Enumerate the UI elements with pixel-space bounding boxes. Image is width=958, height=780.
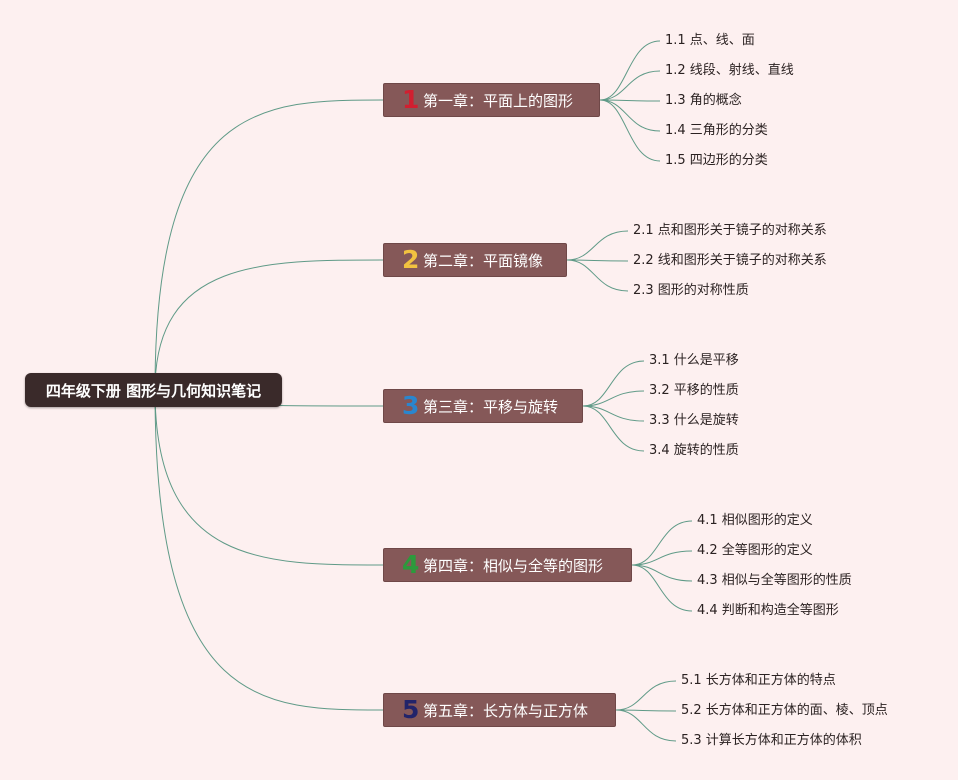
chapter-label: 第三章：平移与旋转 <box>423 397 559 416</box>
topic-item[interactable]: 5.3 计算长方体和正方体的体积 <box>681 733 862 748</box>
topic-connector <box>615 709 677 742</box>
topic-item[interactable]: 5.2 长方体和正方体的面、棱、顶点 <box>681 703 888 718</box>
topic-item[interactable]: 2.1 点和图形关于镜子的对称关系 <box>633 223 827 238</box>
topic-connector <box>615 709 677 712</box>
topic-connector <box>631 564 693 582</box>
chapter-number-icon: 3 <box>402 391 420 420</box>
topic-item[interactable]: 3.4 旋转的性质 <box>649 443 739 458</box>
topic-connector <box>631 550 693 566</box>
chapter-label: 第四章：相似与全等的图形 <box>423 556 604 575</box>
topic-item[interactable]: 4.2 全等图形的定义 <box>697 543 813 558</box>
topic-item[interactable]: 3.3 什么是旋转 <box>649 413 739 428</box>
topic-item[interactable]: 3.2 平移的性质 <box>649 383 739 398</box>
topic-connector <box>582 390 645 407</box>
root-node[interactable]: 四年级下册 图形与几何知识笔记 <box>25 373 282 407</box>
topic-item[interactable]: 4.1 相似图形的定义 <box>697 513 813 528</box>
topic-connector <box>599 99 661 102</box>
topic-connector <box>631 520 693 566</box>
topic-connector <box>599 99 661 162</box>
topic-connector <box>582 405 645 452</box>
topic-item[interactable]: 2.3 图形的对称性质 <box>633 283 749 298</box>
topic-connector <box>566 230 629 261</box>
topic-item[interactable]: 1.3 角的概念 <box>665 93 742 108</box>
topic-item[interactable]: 5.1 长方体和正方体的特点 <box>681 673 836 688</box>
topic-item[interactable]: 1.4 三角形的分类 <box>665 123 768 138</box>
topic-connector <box>599 99 661 132</box>
topic-item[interactable]: 1.5 四边形的分类 <box>665 153 768 168</box>
chapter-number-icon: 1 <box>402 85 420 114</box>
chapter-number-icon: 4 <box>402 550 420 579</box>
topic-item[interactable]: 4.3 相似与全等图形的性质 <box>697 573 852 588</box>
root-connector <box>154 99 384 391</box>
root-connector <box>154 389 384 566</box>
topic-connector <box>582 360 645 407</box>
topic-connector <box>615 680 677 711</box>
topic-item[interactable]: 2.2 线和图形关于镜子的对称关系 <box>633 253 827 268</box>
chapter-label: 第二章：平面镜像 <box>423 251 544 270</box>
chapter-number-icon: 5 <box>402 695 420 724</box>
topic-item[interactable]: 1.1 点、线、面 <box>665 33 755 48</box>
topic-connector <box>631 564 693 612</box>
topic-connector <box>599 40 661 101</box>
topic-item[interactable]: 3.1 什么是平移 <box>649 353 739 368</box>
topic-connector <box>599 70 661 101</box>
topic-item[interactable]: 4.4 判断和构造全等图形 <box>697 603 839 618</box>
chapter-number-icon: 2 <box>402 245 420 274</box>
chapter-label: 第五章：长方体与正方体 <box>423 701 589 720</box>
root-connector <box>154 389 384 711</box>
topic-connector <box>566 259 629 292</box>
root-connector <box>154 259 384 391</box>
chapter-label: 第一章：平面上的图形 <box>423 91 574 110</box>
topic-item[interactable]: 1.2 线段、射线、直线 <box>665 63 794 78</box>
topic-connector <box>566 259 629 262</box>
topic-connector <box>582 405 645 422</box>
